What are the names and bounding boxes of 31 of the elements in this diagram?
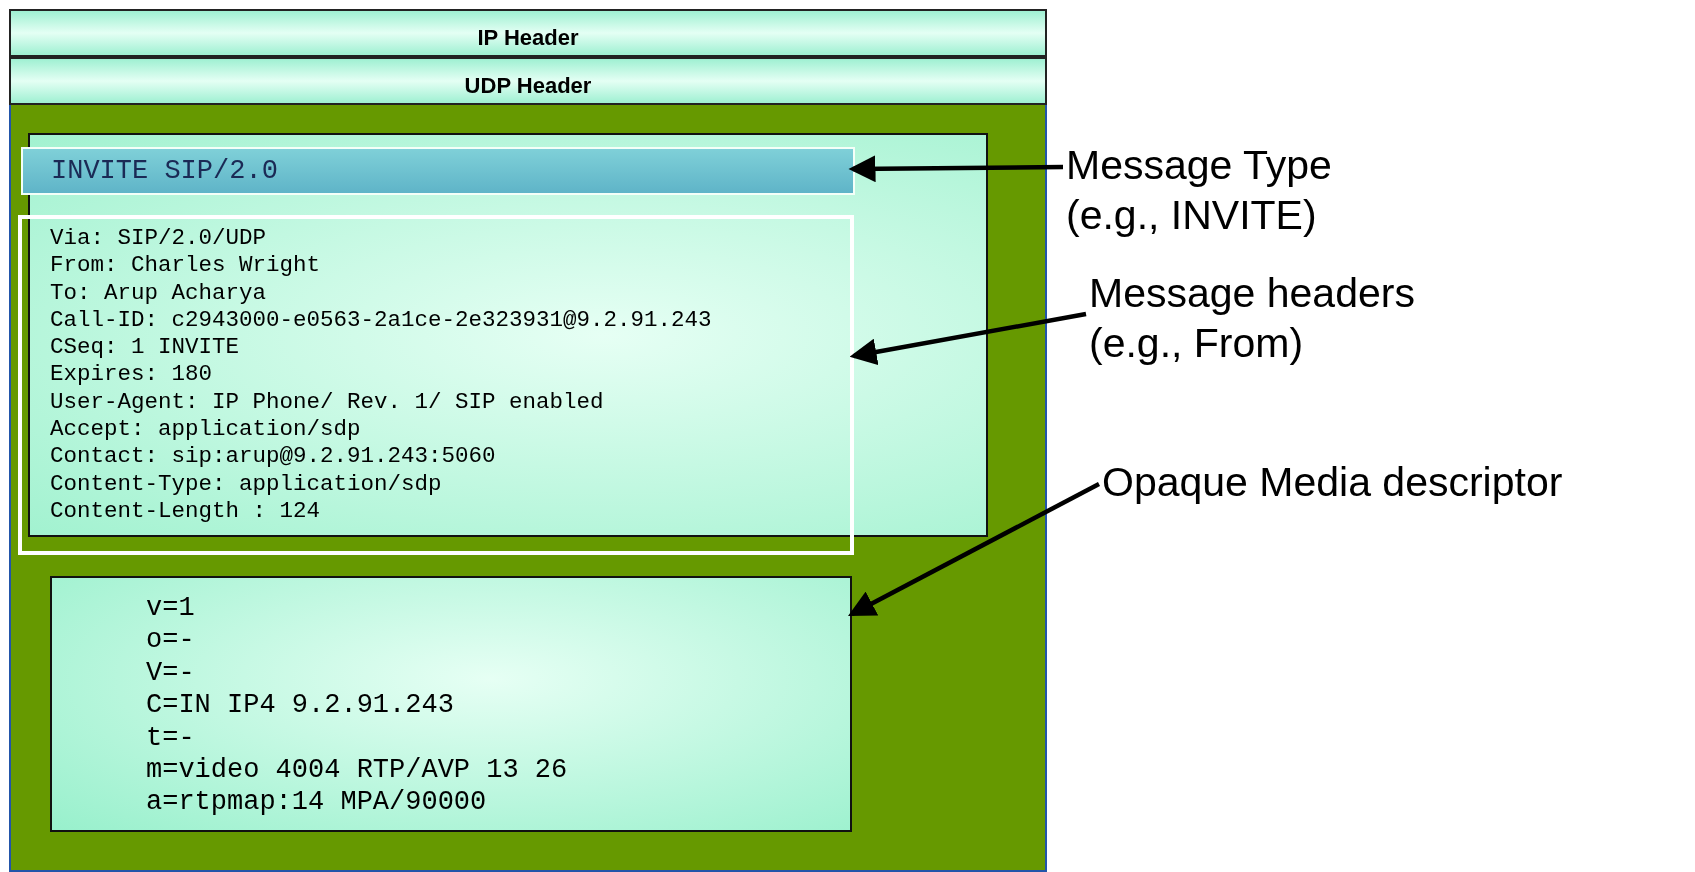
sdp-line: m=video 4004 RTP/AVP 13 26 <box>146 754 569 787</box>
sdp-line: a=rtpmap:14 MPA/90000 <box>146 786 488 819</box>
header-line: To: Arup Acharya <box>50 279 268 307</box>
sdp-line: C=IN IP4 9.2.91.243 <box>146 689 455 722</box>
annotation-text: Message headers <box>1089 269 1415 318</box>
headers-box <box>18 215 854 555</box>
header-line: From: Charles Wright <box>50 252 322 280</box>
annotation-text: (e.g., From) <box>1089 319 1305 368</box>
sdp-line: v=1 <box>146 592 196 625</box>
arrow <box>848 155 1064 183</box>
header-line: Contact: sip:arup@9.2.91.243:5060 <box>50 443 497 471</box>
header-line: Accept: application/sdp <box>50 416 362 444</box>
header-line: Content-Type: application/sdp <box>50 470 443 498</box>
arrow <box>848 482 1101 617</box>
header-line: Via: SIP/2.0/UDP <box>50 225 268 253</box>
sdp-line: V=- <box>146 656 196 690</box>
annotation-text: Message Type <box>1066 141 1332 190</box>
header-band: IP Header <box>9 9 1047 57</box>
header-line: Content-Length : 124 <box>50 497 322 526</box>
annotation: Opaque Media descriptor <box>1102 457 1563 507</box>
sdp-line: o=- <box>146 624 196 657</box>
sdp-box <box>50 576 852 832</box>
header-line: Call-ID: c2943000-e0563-2a1ce-2e323931@9.2.91.243 <box>50 306 713 335</box>
header-line: User-Agent: IP Phone/ Rev. 1/ SIP enabled <box>50 388 605 417</box>
header-line: CSeq: 1 INVITE <box>50 334 241 362</box>
annotation-text: (e.g., INVITE) <box>1066 191 1318 240</box>
header-band: UDP Header <box>9 57 1047 105</box>
payload-area <box>9 105 1047 872</box>
header-line: Expires: 180 <box>50 361 214 389</box>
sdp-line: t=- <box>146 721 196 755</box>
arrow <box>849 311 1087 366</box>
